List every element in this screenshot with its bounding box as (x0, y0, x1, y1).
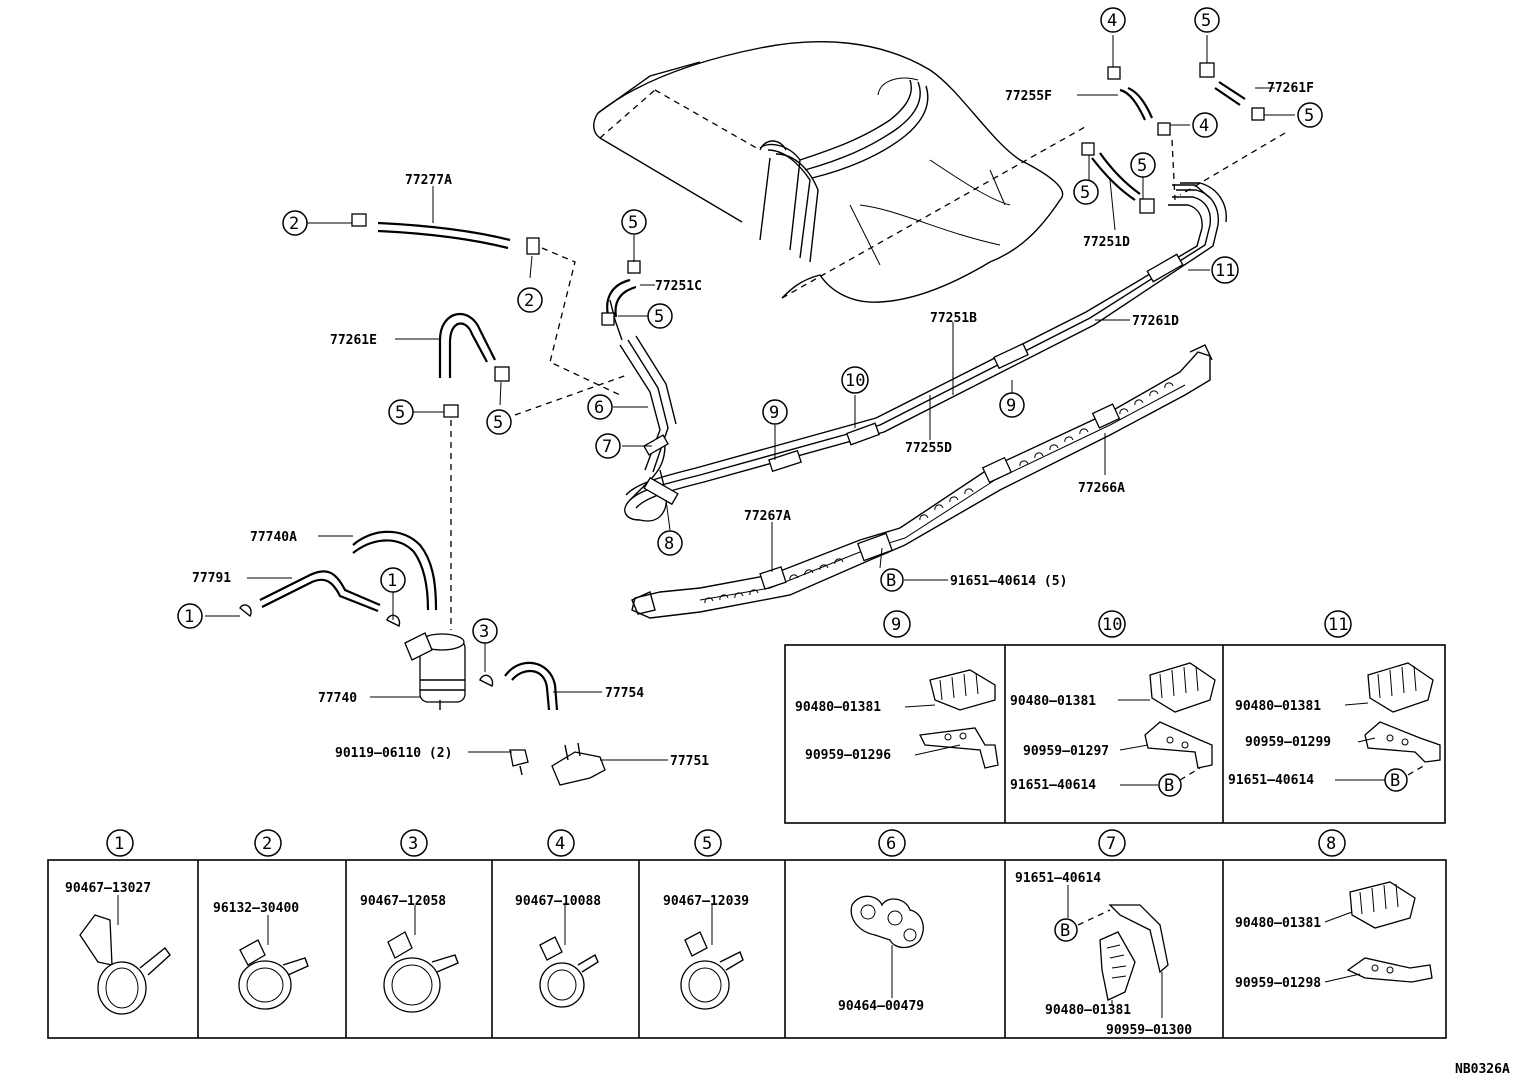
box-mark-5: 5 (702, 834, 712, 854)
box11-bottom-part: 91651–40614 (1228, 773, 1314, 788)
ref-mark-9: 9 (769, 403, 779, 423)
label-77251C: 77251C (655, 279, 702, 294)
label-77754: 77754 (605, 686, 644, 701)
detail-boxes-upper: 9 10 11 90480–01381 90959–01296 B 90480–… (784, 610, 1446, 824)
label-77791: 77791 (192, 571, 231, 586)
hose-clamp-3 (383, 931, 459, 1013)
ref-mark-1: 1 (387, 571, 397, 591)
box3-part: 90467–12058 (360, 894, 446, 909)
ref-mark-10: 10 (845, 371, 865, 391)
box-mark-11: 11 (1328, 615, 1348, 635)
box5-part: 90467–12039 (663, 894, 749, 909)
label-77251B: 77251B (930, 311, 977, 326)
box8-top-part: 90480–01381 (1235, 916, 1321, 931)
ref-mark-4: 4 (1199, 116, 1209, 136)
ref-mark-5: 5 (493, 413, 503, 433)
ref-mark-2: 2 (524, 291, 534, 311)
clamp-bracket-7 (1099, 904, 1169, 1001)
box9-top-part: 90480–01381 (795, 700, 881, 715)
tube-clip-6 (850, 895, 924, 949)
box-mark-8: 8 (1326, 834, 1336, 854)
ref-mark-5: 5 (1201, 11, 1211, 31)
label-77751: 77751 (670, 754, 709, 769)
label-77255F: 77255F (1005, 89, 1052, 104)
leader-lines (205, 35, 1295, 761)
hose-clamp-4 (539, 936, 599, 1008)
box-mark-9: 9 (891, 615, 901, 635)
box9-bottom-part: 90959–01296 (805, 748, 891, 763)
box-mark-10: 10 (1102, 615, 1122, 635)
diagram-code: NB0326A (1455, 1062, 1510, 1077)
box7-top-part: 91651–40614 (1015, 871, 1101, 886)
label-90119-06110: 90119–06110 (2) (335, 746, 452, 761)
label-91651-40614-5: 91651–40614 (5) (950, 574, 1067, 589)
box-mark-1: 1 (114, 834, 124, 854)
box10-top-part: 90480–01381 (1010, 694, 1096, 709)
box-mark-2: 2 (262, 834, 272, 854)
box10-b-mark: B (1164, 776, 1174, 796)
ref-mark-5: 5 (628, 213, 638, 233)
hose-clamp-1 (79, 914, 171, 1015)
label-77251D: 77251D (1083, 235, 1130, 250)
label-77267A: 77267A (744, 509, 791, 524)
circled-reference-marks: 2 2 5 5 5 5 5 5 5 5 4 4 11 6 7 8 9 10 9 … (177, 7, 1323, 644)
hose-clamp-2 (238, 939, 309, 1010)
detail-boxes-lower: 1 2 3 4 5 6 7 8 90467–13027 96132–30400 (47, 829, 1447, 1039)
ref-mark-6: 6 (594, 398, 604, 418)
callout-labels: 77277A 77261E 77251C 77255F 77261F 77251… (192, 81, 1510, 1077)
main-fuel-line-bundle (609, 182, 1227, 522)
left-hoses-and-canister (239, 213, 628, 786)
box-mark-4: 4 (555, 834, 565, 854)
label-77277A: 77277A (405, 173, 452, 188)
ref-mark-5: 5 (654, 307, 664, 327)
ref-mark-11: 11 (1215, 261, 1235, 281)
ref-mark-9: 9 (1006, 396, 1016, 416)
box11-mid-part: 90959–01299 (1245, 735, 1331, 750)
ref-mark-2: 2 (289, 214, 299, 234)
box2-part: 96132–30400 (213, 901, 299, 916)
ref-mark-1: 1 (184, 607, 194, 627)
hose-clamp-5 (680, 931, 744, 1010)
clamp-holder-11 (1364, 662, 1441, 763)
clamp-holder-10 (1144, 662, 1216, 769)
clamp-holder-9 (919, 669, 999, 769)
ref-mark-3: 3 (479, 622, 489, 642)
box-mark-7: 7 (1106, 834, 1116, 854)
label-77266A: 77266A (1078, 481, 1125, 496)
ref-mark-5: 5 (1080, 183, 1090, 203)
label-77740: 77740 (318, 691, 357, 706)
box7-b-mark: B (1060, 921, 1070, 941)
fuel-tank-outline (593, 41, 1086, 303)
box-mark-3: 3 (408, 834, 418, 854)
ref-mark-5: 5 (1137, 156, 1147, 176)
box-mark-6: 6 (886, 834, 896, 854)
label-77740A: 77740A (250, 530, 297, 545)
clamp-holder-8 (1346, 881, 1433, 983)
box10-bottom-part: 91651–40614 (1010, 778, 1096, 793)
label-77261E: 77261E (330, 333, 377, 348)
box6-part: 90464–00479 (838, 999, 924, 1014)
label-77261F: 77261F (1267, 81, 1314, 96)
rail-rib-pattern (704, 382, 1174, 604)
ref-mark-b: B (886, 571, 896, 591)
box10-mid-part: 90959–01297 (1023, 744, 1109, 759)
protector-rails (631, 344, 1213, 619)
box1-part: 90467–13027 (65, 881, 151, 896)
box7-mid-part: 90480–01381 (1045, 1003, 1131, 1018)
box7-bottom-part: 90959–01300 (1106, 1023, 1192, 1038)
ref-mark-8: 8 (664, 534, 674, 554)
box4-part: 90467–10088 (515, 894, 601, 909)
box11-b-mark: B (1390, 771, 1400, 791)
label-77255D: 77255D (905, 441, 952, 456)
ref-mark-4: 4 (1107, 11, 1117, 31)
ref-mark-5: 5 (395, 403, 405, 423)
ref-mark-7: 7 (602, 437, 612, 457)
ref-mark-5: 5 (1304, 106, 1314, 126)
label-77261D: 77261D (1132, 314, 1179, 329)
box11-top-part: 90480–01381 (1235, 699, 1321, 714)
box8-bottom-part: 90959–01298 (1235, 976, 1321, 991)
top-right-hoses (601, 62, 1286, 326)
